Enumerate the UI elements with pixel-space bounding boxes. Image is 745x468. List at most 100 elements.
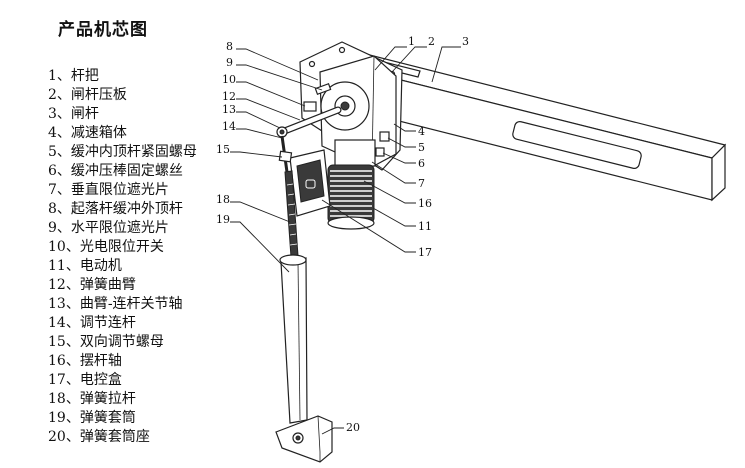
leader-line-14 bbox=[236, 128, 283, 139]
leader-line-20 bbox=[321, 427, 344, 435]
leader-line-1 bbox=[374, 46, 407, 71]
legend-item: 3、闸杆 bbox=[48, 106, 99, 122]
callout-label-7: 7 bbox=[418, 177, 425, 190]
legend-item: 13、曲臂-连杆关节轴 bbox=[48, 296, 183, 312]
callout-labels: 1 2 3 8 9 10 12 13 14 15 4 5 6 7 16 11 1… bbox=[216, 35, 469, 434]
callout-label-13: 13 bbox=[222, 103, 236, 116]
thread-line bbox=[287, 193, 295, 196]
thread-line bbox=[287, 203, 296, 206]
motor-body bbox=[327, 164, 375, 224]
thread-line bbox=[288, 223, 297, 226]
callout-label-3: 3 bbox=[462, 35, 469, 48]
legend-item: 20、弹簧套筒座 bbox=[48, 429, 150, 445]
callout-label-12: 12 bbox=[222, 90, 236, 103]
base-bolt bbox=[295, 435, 301, 441]
leader-line-16 bbox=[363, 180, 416, 204]
callout-label-20: 20 bbox=[346, 421, 360, 434]
crank-joint-pin bbox=[279, 129, 285, 135]
callout-label-2: 2 bbox=[428, 35, 435, 48]
plate-bolt bbox=[338, 46, 346, 54]
callout-label-11: 11 bbox=[418, 220, 432, 233]
limit-shutter-horizontal bbox=[314, 83, 332, 95]
callout-label-14: 14 bbox=[222, 120, 236, 133]
plate-bolt bbox=[308, 60, 316, 68]
leader-line-18 bbox=[230, 201, 291, 223]
callout-label-18: 18 bbox=[216, 193, 230, 206]
spring-linkage bbox=[276, 106, 342, 258]
spring-sleeve bbox=[279, 254, 308, 424]
buffer-screw bbox=[375, 147, 385, 157]
leader-line-6 bbox=[382, 152, 416, 164]
motor-end-cap bbox=[327, 216, 375, 230]
legend-item: 15、双向调节螺母 bbox=[48, 334, 164, 350]
motor-assembly bbox=[327, 139, 376, 230]
base-bracket-edge bbox=[317, 415, 321, 462]
legend-item: 9、水平限位遮光片 bbox=[48, 220, 169, 236]
legend-item: 2、闸杆压板 bbox=[48, 87, 127, 103]
leader-line-13 bbox=[236, 111, 281, 129]
legend-item: 10、光电限位开关 bbox=[48, 239, 164, 255]
leader-line-15 bbox=[230, 151, 283, 158]
gear-axle bbox=[340, 101, 350, 111]
gate-arm-end-face bbox=[711, 143, 726, 202]
leader-line-9 bbox=[236, 64, 323, 91]
spring-sleeve-shade bbox=[297, 261, 301, 421]
gate-arm-slot bbox=[512, 121, 642, 169]
buffer-nut bbox=[379, 131, 390, 142]
callout-label-19: 19 bbox=[216, 213, 230, 226]
double-adjust-nut bbox=[278, 150, 293, 163]
base-bracket bbox=[275, 415, 333, 463]
leader-line-3 bbox=[431, 46, 461, 83]
legend-item: 7、垂直限位遮光片 bbox=[48, 182, 169, 198]
legend-item: 4、减速箱体 bbox=[48, 125, 127, 141]
leader-line-7 bbox=[371, 161, 416, 184]
spring-sleeve-base bbox=[275, 415, 333, 463]
leader-line-19 bbox=[230, 221, 290, 273]
page-title: 产品机芯图 bbox=[58, 20, 148, 40]
legend-item: 11、电动机 bbox=[48, 258, 122, 274]
callout-label-16: 16 bbox=[418, 197, 432, 210]
callout-label-1: 1 bbox=[408, 35, 415, 48]
callout-label-5: 5 bbox=[418, 141, 425, 154]
spring-sleeve-top bbox=[279, 254, 307, 266]
spring-sleeve-body bbox=[280, 257, 308, 424]
callout-label-10: 10 bbox=[222, 73, 236, 86]
control-box bbox=[289, 149, 331, 217]
leader-line-2 bbox=[391, 46, 427, 73]
leader-line-8 bbox=[236, 48, 319, 81]
leader-line-11 bbox=[372, 207, 416, 227]
legend-item: 6、缓冲压棒固定螺丝 bbox=[48, 163, 183, 179]
thread-line bbox=[289, 233, 297, 236]
leader-line-4 bbox=[393, 123, 416, 132]
callout-label-9: 9 bbox=[226, 56, 233, 69]
spring-rod-threads bbox=[286, 183, 298, 246]
thread-line bbox=[286, 183, 294, 186]
callout-label-8: 8 bbox=[226, 40, 233, 53]
control-box-symbol-icon bbox=[305, 179, 316, 189]
control-box-panel bbox=[296, 159, 325, 203]
legend-item: 19、弹簧套筒 bbox=[48, 410, 136, 426]
photoelectric-switch bbox=[303, 101, 317, 112]
leader-line-10 bbox=[236, 81, 306, 107]
legend-item: 12、弹簧曲臂 bbox=[48, 277, 136, 293]
legend-item: 1、杆把 bbox=[48, 68, 99, 84]
motor-fins bbox=[330, 170, 372, 217]
legend-item: 8、起落杆缓冲外顶杆 bbox=[48, 201, 183, 217]
legend-item: 17、电控盒 bbox=[48, 372, 122, 388]
callout-label-4: 4 bbox=[418, 125, 425, 138]
callout-label-6: 6 bbox=[418, 157, 425, 170]
leader-line-12 bbox=[236, 98, 301, 121]
legend-item: 5、缓冲内顶杆紧固螺母 bbox=[48, 144, 197, 160]
callout-label-15: 15 bbox=[216, 143, 230, 156]
spring-crank-arm-inner bbox=[279, 107, 341, 135]
leader-lines bbox=[230, 46, 461, 435]
legend-item: 16、摆杆轴 bbox=[48, 353, 122, 369]
parts-legend: 1、杆把 2、闸杆压板 3、闸杆 4、减速箱体 5、缓冲内顶杆紧固螺母 6、缓冲… bbox=[48, 67, 228, 447]
legend-item: 18、弹簧拉杆 bbox=[48, 391, 136, 407]
reducer-neck bbox=[334, 139, 376, 167]
leader-line-5 bbox=[387, 137, 416, 148]
callout-label-17: 17 bbox=[418, 246, 432, 259]
leader-line-17 bbox=[321, 199, 416, 253]
